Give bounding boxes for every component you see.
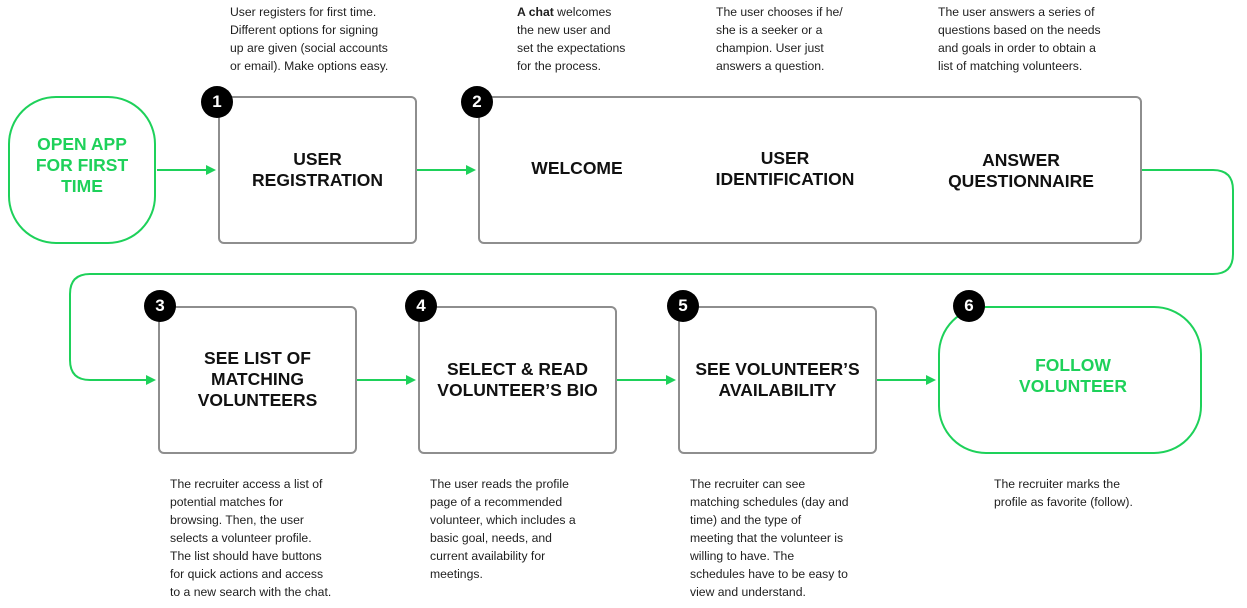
step-2-questionnaire-note: The user answers a series of questions b… <box>938 5 1101 73</box>
welcome-note-lead: A chat <box>517 5 554 19</box>
step-4-label: SELECT & READ VOLUNTEER’S BIO <box>437 359 598 400</box>
step-1-label: USER REGISTRATION <box>252 149 383 190</box>
step-6-note: The recruiter marks the profile as favor… <box>994 477 1133 509</box>
step-5-note: The recruiter can see matching schedules… <box>690 477 849 599</box>
step-2-identification-note: The user chooses if he/ she is a seeker … <box>716 5 843 73</box>
wrap-connector <box>69 169 1234 385</box>
step-4-note: The user reads the profile page of a rec… <box>430 477 576 581</box>
step-6-badge: 6 <box>953 290 985 322</box>
welcome-note-text: welcomes the new user and set the expect… <box>517 5 626 73</box>
step-6-box <box>938 306 1202 454</box>
step-3-label: SEE LIST OF MATCHING VOLUNTEERS <box>197 348 318 410</box>
step-3-badge: 3 <box>144 290 176 322</box>
step-5-label: SEE VOLUNTEER’S AVAILABILITY <box>695 359 860 400</box>
step-2-welcome-note: A chat welcomes the new user and set the… <box>517 3 625 75</box>
step-6-label: FOLLOW VOLUNTEER <box>1019 355 1127 396</box>
start-node <box>8 96 156 244</box>
step-2-box <box>478 96 1142 244</box>
questionnaire-label: ANSWER QUESTIONNAIRE <box>948 150 1094 191</box>
step-3-note: The recruiter access a list of potential… <box>170 477 332 599</box>
identification-label: USER IDENTIFICATION <box>715 148 855 189</box>
step-4-box <box>418 306 617 454</box>
step-1-badge: 1 <box>201 86 233 118</box>
start-node-label: OPEN APP FOR FIRST TIME <box>35 134 129 196</box>
step-5-badge: 5 <box>667 290 699 322</box>
step-5-box <box>678 306 877 454</box>
welcome-label: WELCOME <box>531 158 623 178</box>
step-1-box <box>218 96 417 244</box>
step-1-note: User registers for first time. Different… <box>230 5 389 73</box>
step-4-badge: 4 <box>405 290 437 322</box>
step-2-badge: 2 <box>461 86 493 118</box>
step-3-box <box>158 306 357 454</box>
